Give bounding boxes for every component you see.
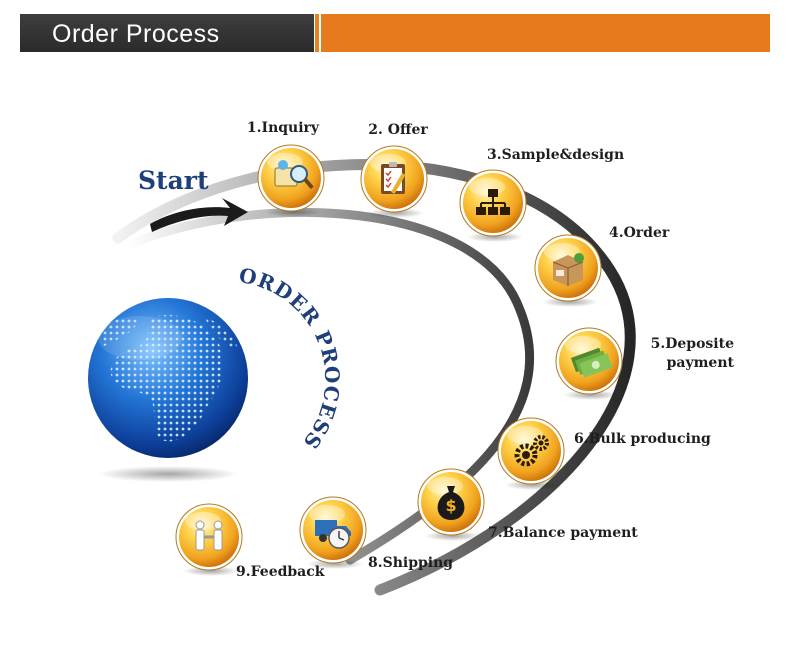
step-badge-8: [299, 496, 367, 569]
step-badge-3: [459, 169, 527, 242]
step-label-deposite-line2: payment: [666, 355, 734, 371]
step-badge-2: [360, 145, 428, 218]
page-title: Order Process: [52, 20, 220, 48]
step-label-feedback: 9.Feedback: [236, 564, 325, 580]
header-orange-panel: [321, 14, 770, 52]
step-badges: $: [175, 144, 623, 576]
inquiry-icon: [274, 160, 314, 189]
globe: [88, 298, 248, 458]
step-label-offer: 2. Offer: [368, 122, 428, 138]
step-label-inquiry: 1.Inquiry: [246, 120, 320, 136]
header-dark-panel: Order Process: [20, 14, 314, 52]
step-label-deposite: 5.Deposite: [650, 336, 734, 352]
step-badge-4: [534, 234, 602, 307]
truck-icon: [315, 520, 351, 549]
start-label: Start: [138, 166, 209, 195]
start-arrow: [150, 198, 248, 232]
globe-shadow: [98, 466, 238, 482]
step-badge-6: [497, 417, 565, 490]
step-label-bulk-producing: 6.Bulk producing: [574, 431, 711, 447]
step-label-balance-payment: 7.Balance payment: [488, 525, 638, 541]
handshake-icon: [195, 520, 223, 551]
step-badge-5: [555, 327, 623, 400]
package-icon: [552, 253, 584, 286]
globe-caption: ORDER PROCESS: [237, 263, 345, 454]
step-label-shipping: 8.Shipping: [368, 555, 454, 571]
cash-icon: [570, 347, 613, 378]
money-bag-icon: $: [437, 486, 465, 520]
header-accent-stripe: [315, 14, 319, 52]
org-chart-icon: [476, 189, 510, 215]
gears-icon: [514, 435, 549, 467]
step-badge-9: [175, 503, 243, 576]
header-bar: Order Process: [20, 14, 770, 52]
clipboard-icon: [381, 162, 406, 195]
step-badge-7: $: [417, 468, 485, 541]
step-label-sample-design: 3.Sample&design: [487, 147, 625, 163]
svg-text:$: $: [445, 496, 456, 515]
step-label-order: 4.Order: [609, 225, 670, 241]
step-badge-1: [257, 144, 325, 217]
